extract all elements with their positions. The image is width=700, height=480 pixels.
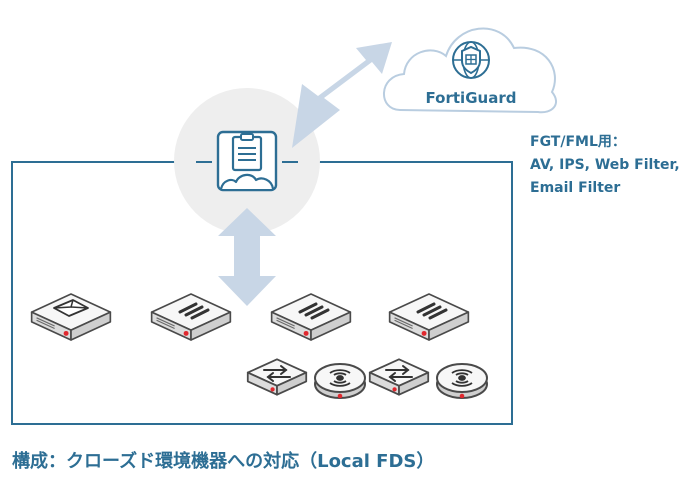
three-bars-icon	[178, 302, 210, 320]
note-line: AV, IPS, Web Filter,	[530, 157, 680, 173]
access-point	[436, 363, 488, 399]
firewall-appliance	[150, 293, 232, 341]
fortiguard-cloud: FortiGuard	[383, 27, 557, 114]
wifi-icon	[451, 369, 473, 387]
note-line: Email Filter	[530, 180, 621, 196]
cloud-sync-arrow	[292, 42, 392, 148]
switch	[368, 358, 430, 396]
mail-appliance	[30, 293, 112, 341]
wifi-icon	[329, 369, 351, 387]
fortiguard-services-note: FGT/FML用： AV, IPS, Web Filter, Email Fil…	[530, 131, 700, 200]
swap-arrows-icon	[263, 365, 291, 382]
clipboard-cloud-server-icon	[216, 130, 278, 192]
swap-arrows-icon	[385, 365, 413, 382]
firewall-appliance	[388, 293, 470, 341]
device-sync-arrow	[218, 208, 276, 306]
switch	[246, 358, 308, 396]
access-point	[314, 363, 366, 399]
fortiguard-label: FortiGuard	[426, 89, 517, 107]
fortiguard-globe-shield-icon	[452, 41, 490, 79]
note-line: FGT/FML用：	[530, 134, 626, 150]
three-bars-icon	[298, 302, 330, 320]
diagram-caption: 構成：クローズド環境機器への対応（Local FDS）	[12, 451, 435, 472]
firewall-appliance	[270, 293, 352, 341]
envelope-icon	[53, 299, 89, 317]
three-bars-icon	[416, 302, 448, 320]
